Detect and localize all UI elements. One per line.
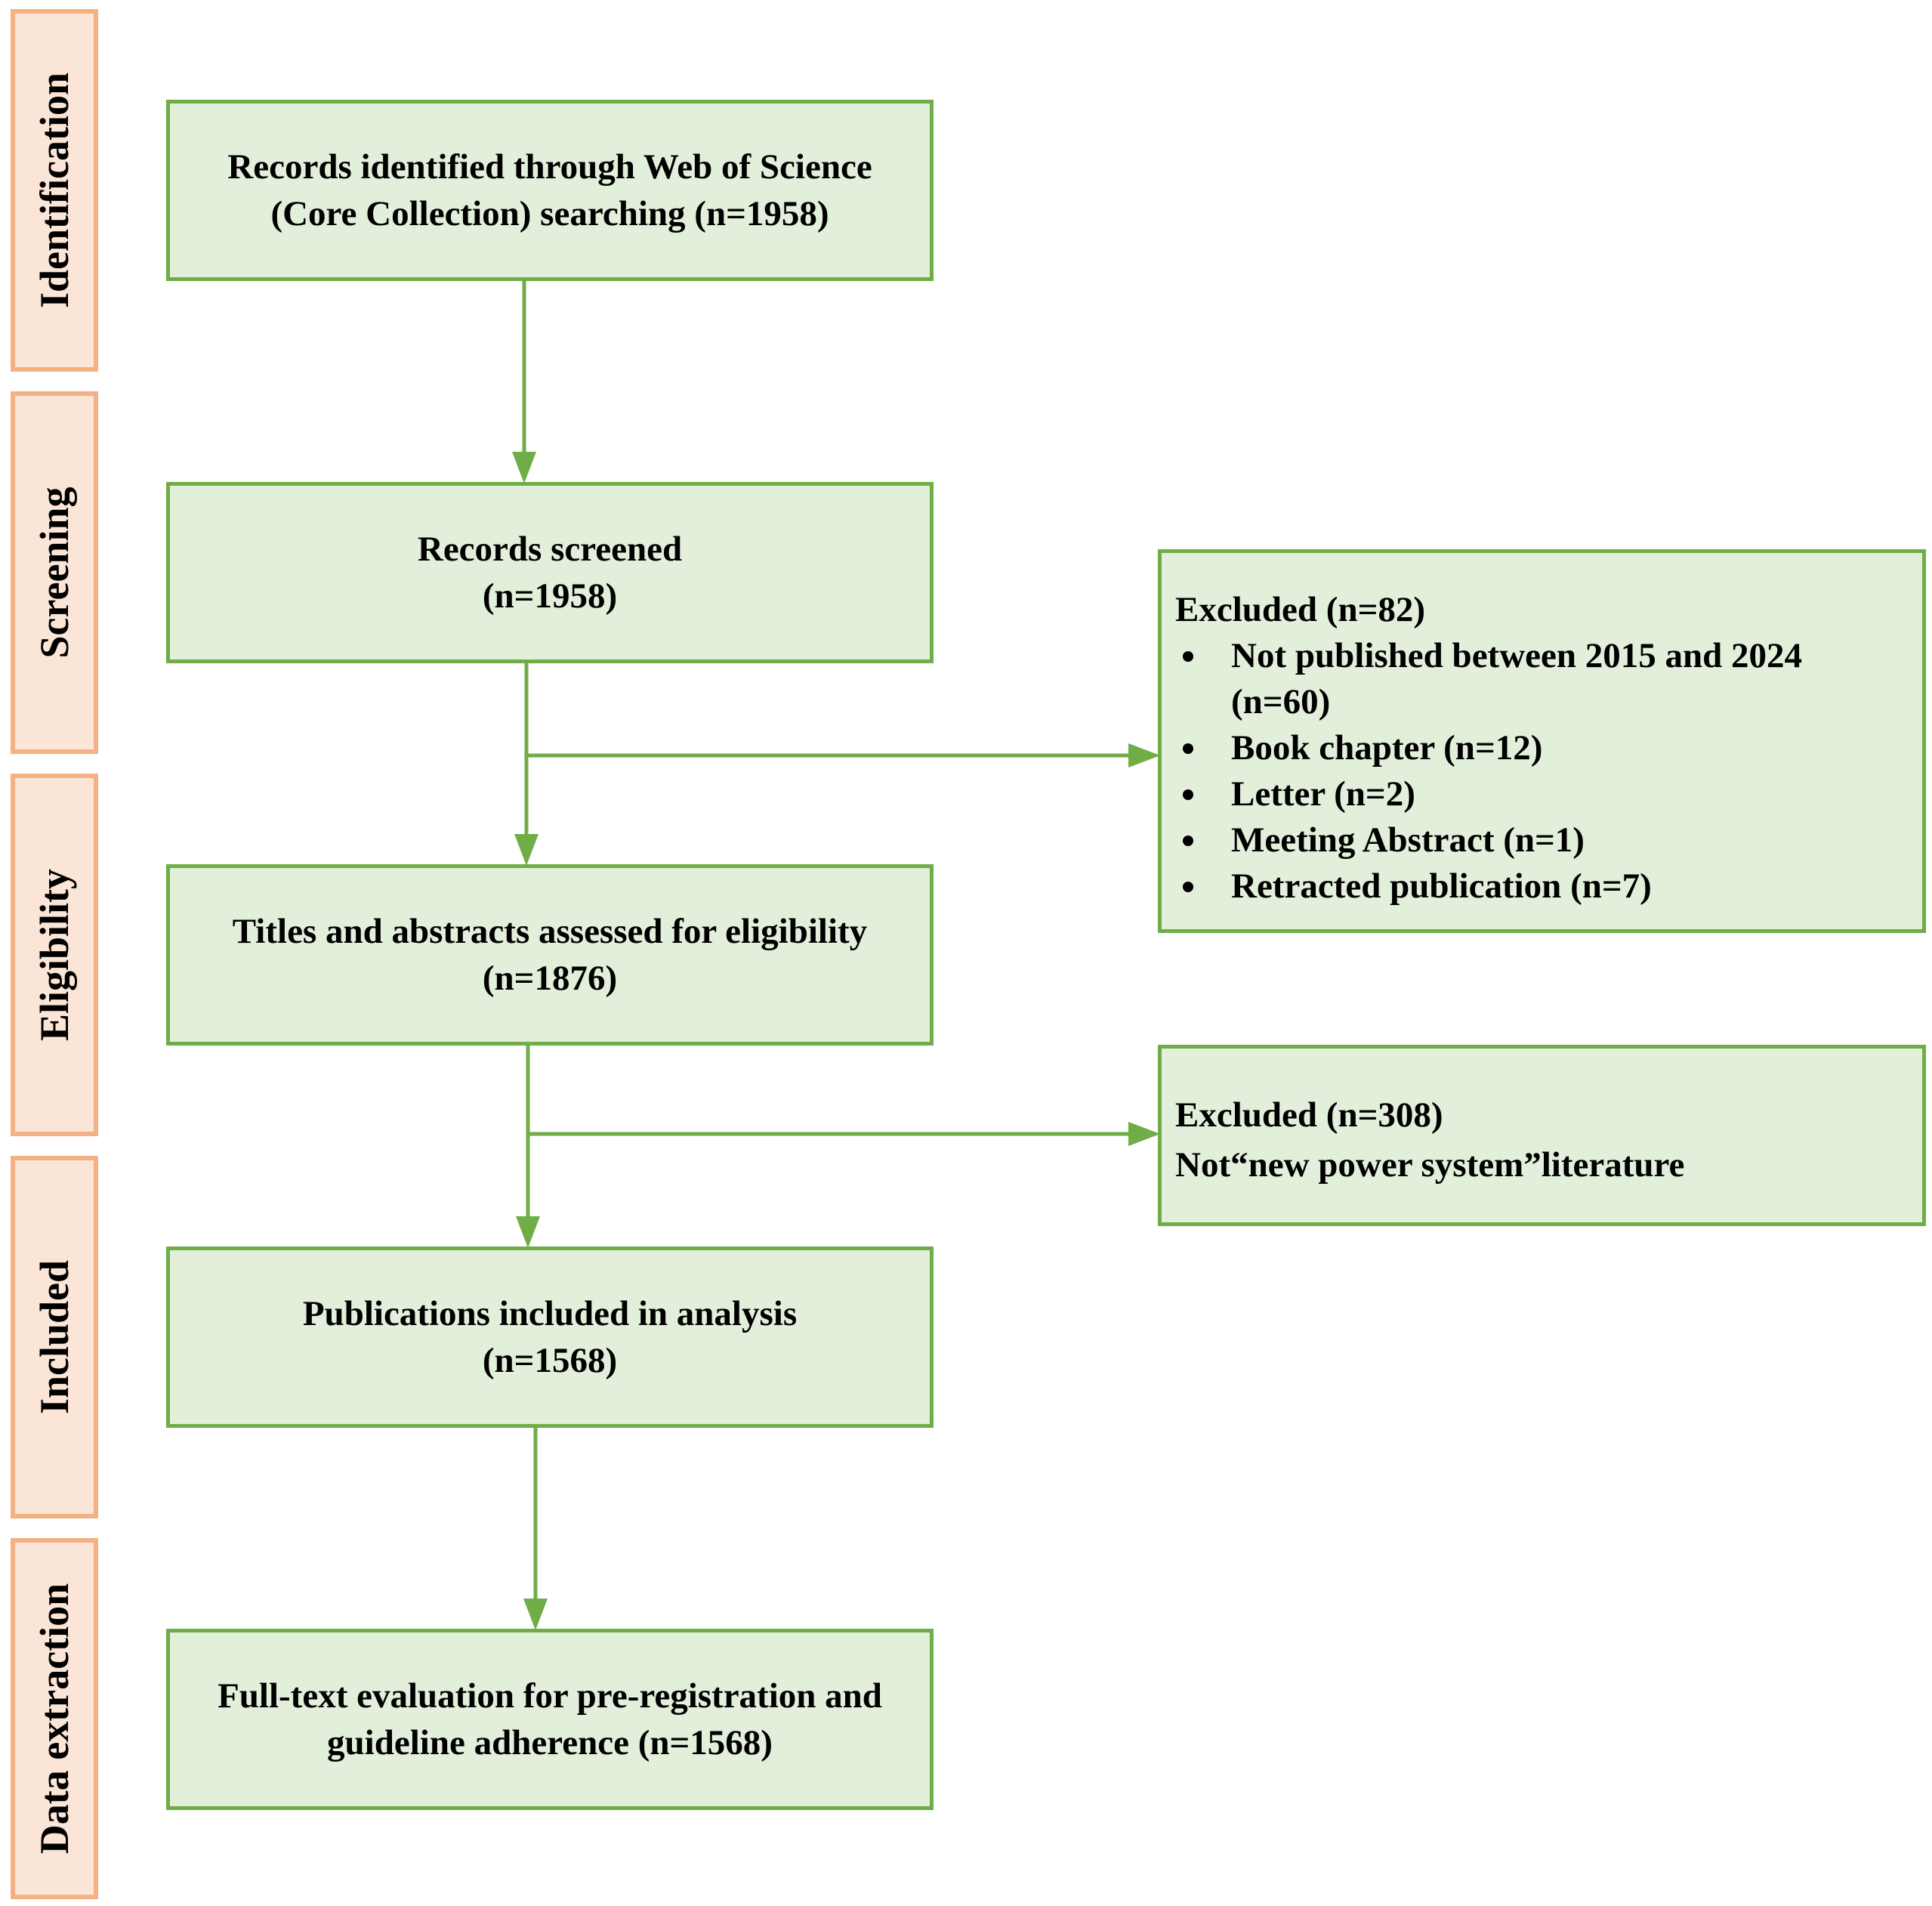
list-item: Retracted publication (n=7)	[1175, 863, 1922, 910]
box-text-line: (n=1958)	[482, 576, 618, 616]
list-item: Book chapter (n=12)	[1175, 725, 1922, 771]
excluded-reason: Not“new power system”literature	[1175, 1145, 1685, 1185]
box-text-line: Titles and abstracts assessed for eligib…	[232, 912, 868, 951]
stage-data-extraction: Data extraction	[11, 1538, 98, 1899]
list-item-text: Retracted publication (n=7)	[1231, 867, 1652, 906]
arrowhead-right-2	[1128, 1122, 1160, 1146]
list-item: Not published between 2015 and 2024 (n=6…	[1175, 633, 1922, 725]
included-box: Publications included in analysis (n=156…	[166, 1246, 934, 1428]
stage-eligibility: Eligibility	[11, 774, 98, 1136]
arrowhead-right-1	[1128, 743, 1160, 768]
eligibility-box: Titles and abstracts assessed for eligib…	[166, 864, 934, 1046]
list-item-text: Not published between 2015 and 2024	[1231, 636, 1803, 675]
arrowhead-down-3	[516, 1216, 540, 1248]
list-item-text: Meeting Abstract (n=1)	[1231, 820, 1585, 860]
records-identified-box: Records identified through Web of Scienc…	[166, 100, 934, 281]
excluded-box-1: Excluded (n=82) Not published between 20…	[1158, 549, 1926, 933]
records-screened-box: Records screened (n=1958)	[166, 482, 934, 663]
excluded-title: Excluded (n=82)	[1175, 590, 1426, 629]
list-item: Meeting Abstract (n=1)	[1175, 817, 1922, 863]
box-text-line: Records screened	[417, 530, 683, 569]
box-text-line: Records identified through Web of Scienc…	[227, 147, 872, 187]
data-extraction-box: Full-text evaluation for pre-registratio…	[166, 1629, 934, 1810]
box-text-line: Full-text evaluation for pre-registratio…	[218, 1676, 882, 1716]
stage-included: Included	[11, 1156, 98, 1518]
arrowhead-down-1	[512, 452, 536, 483]
arrowhead-down-2	[514, 834, 539, 866]
stage-identification: Identification	[11, 9, 98, 372]
list-item-text: Book chapter (n=12)	[1231, 728, 1543, 768]
box-text-line: (n=1876)	[482, 959, 618, 998]
box-text-line: guideline adherence (n=1568)	[327, 1723, 773, 1762]
list-item: Letter (n=2)	[1175, 771, 1922, 817]
box-text-line: Publications included in analysis	[302, 1294, 798, 1333]
excluded-list: Not published between 2015 and 2024 (n=6…	[1175, 633, 1922, 910]
box-text-line: (n=1568)	[482, 1341, 618, 1380]
excluded-title: Excluded (n=308)	[1175, 1095, 1443, 1135]
list-item-text: Letter (n=2)	[1231, 774, 1415, 814]
box-text-line: (Core Collection) searching (n=1958)	[270, 194, 829, 233]
list-item-text: (n=60)	[1231, 682, 1331, 721]
arrowhead-down-4	[523, 1599, 548, 1630]
stage-screening: Screening	[11, 391, 98, 754]
excluded-box-2: Excluded (n=308) Not“new power system”li…	[1158, 1045, 1926, 1226]
